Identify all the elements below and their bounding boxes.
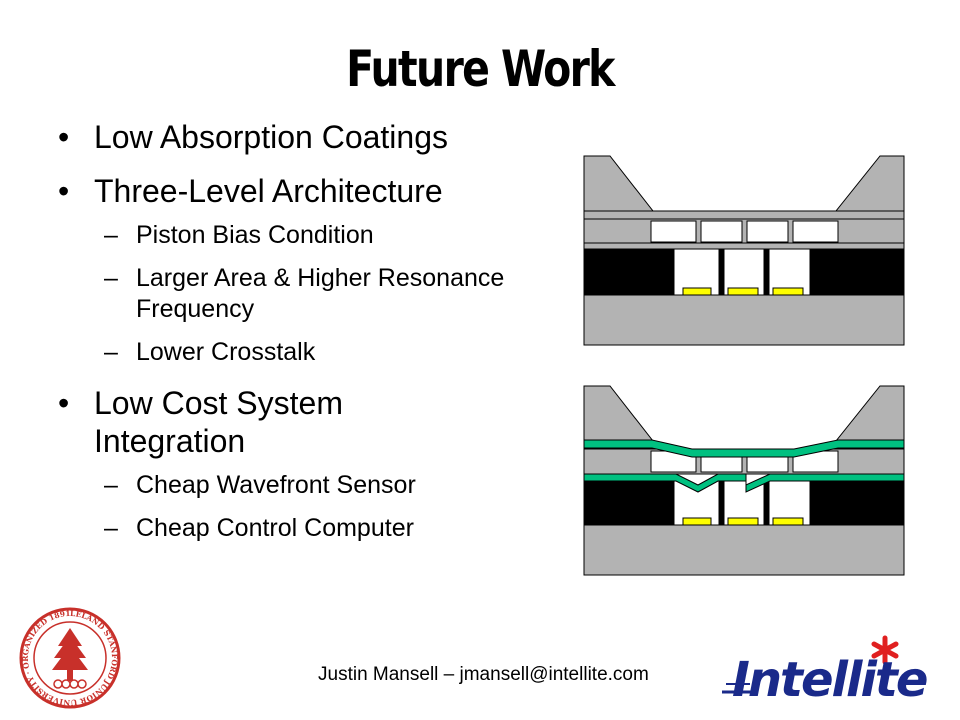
frame-left bbox=[583, 385, 655, 442]
cavity bbox=[792, 220, 839, 243]
dash-glyph: – bbox=[104, 338, 118, 366]
sub-bullet-item: – Larger Area & Higher Resonance Frequen… bbox=[58, 263, 528, 325]
cavity bbox=[650, 220, 697, 243]
frame-right bbox=[834, 155, 905, 212]
substrate bbox=[583, 294, 905, 346]
post bbox=[763, 248, 770, 296]
electrode-block-left bbox=[583, 248, 675, 296]
electrode-pad bbox=[727, 287, 759, 296]
cavity bbox=[700, 220, 743, 243]
sub-bullet-text: Piston Bias Condition bbox=[136, 221, 374, 249]
dash-glyph: – bbox=[104, 514, 118, 542]
slide-title: Future Work bbox=[346, 40, 615, 98]
bullet-text: Low Absorption Coatings bbox=[94, 119, 448, 155]
bullet-item: • Low Cost System Integration bbox=[58, 384, 454, 460]
dash-glyph: – bbox=[104, 264, 118, 292]
bullet-list: • Low Absorption Coatings • Three-Level … bbox=[58, 118, 528, 558]
device-diagram-flat bbox=[583, 155, 905, 346]
sub-bullet-text: Lower Crosstalk bbox=[136, 338, 316, 366]
intellite-logo: Intellite bbox=[722, 635, 929, 708]
star-icon bbox=[871, 635, 899, 665]
sub-bullet-item: – Lower Crosstalk bbox=[58, 337, 528, 368]
electrode-block-right bbox=[809, 478, 905, 526]
frame-right bbox=[834, 385, 905, 442]
post bbox=[718, 478, 725, 526]
sub-bullet-item: – Cheap Control Computer bbox=[58, 513, 528, 544]
actuator-layer bbox=[583, 218, 905, 245]
post bbox=[763, 478, 770, 526]
sub-bullet-text: Cheap Wavefront Sensor bbox=[136, 471, 416, 499]
sub-bullet-item: – Cheap Wavefront Sensor bbox=[58, 470, 528, 501]
electrode-pad bbox=[682, 517, 712, 526]
mirror-layer bbox=[583, 210, 905, 220]
cavity bbox=[746, 220, 789, 243]
post bbox=[718, 248, 725, 296]
bullet-glyph: • bbox=[58, 385, 70, 421]
mirror-membrane bbox=[583, 439, 905, 458]
stanford-seal-logo: LELAND STANFORD JUNIOR UNIVERSITY · ORGA… bbox=[19, 607, 121, 709]
electrode-pad bbox=[772, 517, 804, 526]
electrode-block-left bbox=[583, 478, 675, 526]
frame-left bbox=[583, 155, 655, 212]
bullet-text: Three-Level Architecture bbox=[94, 173, 443, 209]
sub-bullet-text: Cheap Control Computer bbox=[136, 514, 414, 542]
tree-icon bbox=[52, 628, 88, 681]
electrode-pad bbox=[727, 517, 759, 526]
logo-text: Intellite bbox=[732, 652, 927, 708]
bullet-item: • Low Absorption Coatings bbox=[58, 118, 528, 156]
electrode-pad bbox=[682, 287, 712, 296]
dash-glyph: – bbox=[104, 471, 118, 499]
electrode-pad bbox=[772, 287, 804, 296]
mid-layer bbox=[583, 242, 905, 250]
bullet-text: Low Cost System Integration bbox=[94, 385, 343, 459]
sub-bullet-item: – Piston Bias Condition bbox=[58, 220, 528, 251]
bullet-glyph: • bbox=[58, 119, 70, 155]
substrate bbox=[583, 524, 905, 576]
device-diagram-deflected bbox=[583, 385, 905, 576]
bullet-item: • Three-Level Architecture bbox=[58, 172, 528, 210]
dash-glyph: – bbox=[104, 221, 118, 249]
electrode-block-right bbox=[809, 248, 905, 296]
footer-credit: Justin Mansell – jmansell@intellite.com bbox=[318, 664, 649, 685]
sub-bullet-text: Larger Area & Higher Resonance Frequency bbox=[136, 264, 505, 323]
bullet-glyph: • bbox=[58, 173, 70, 209]
actuator-membrane bbox=[583, 473, 905, 493]
